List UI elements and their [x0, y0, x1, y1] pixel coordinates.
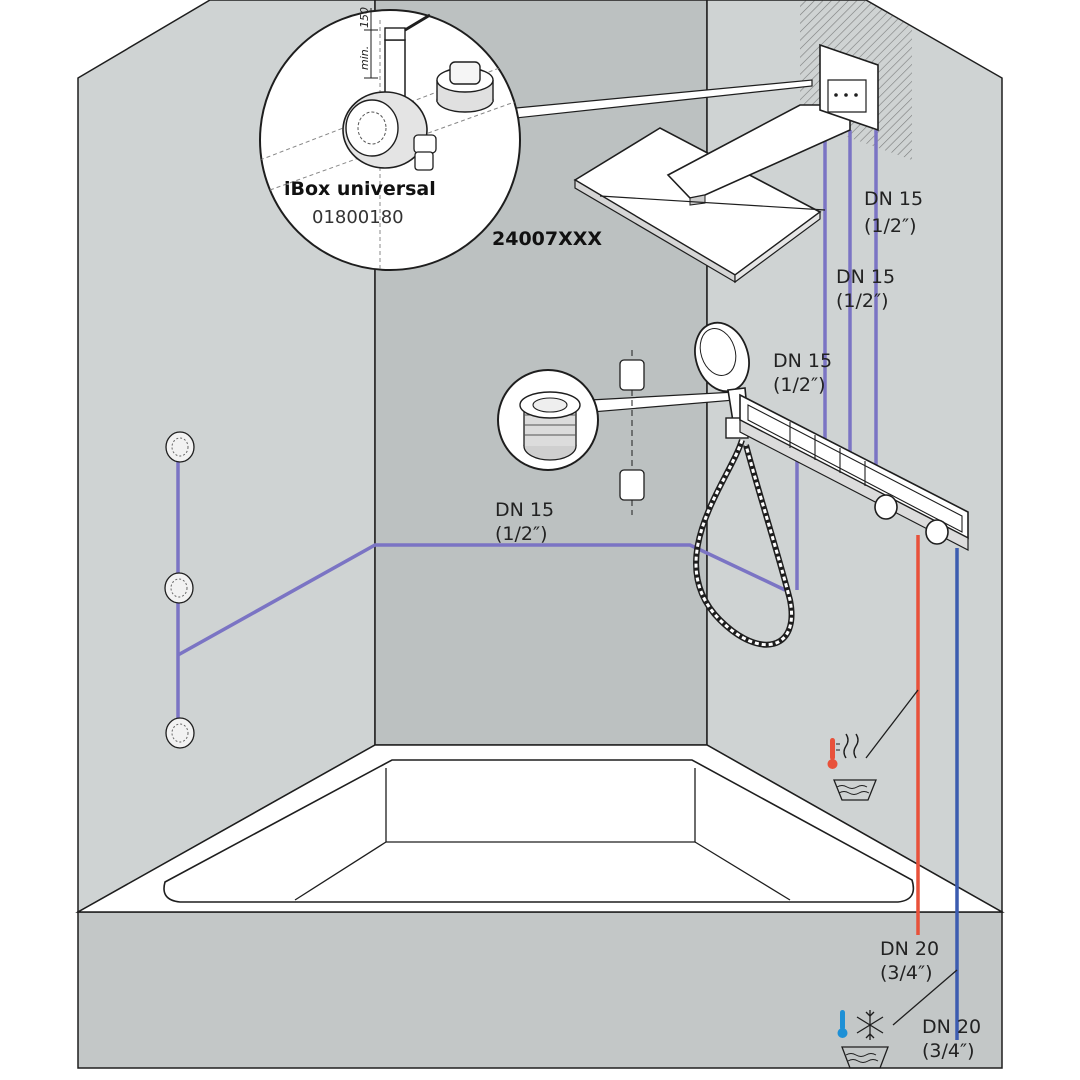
label-hot-supply: DN 20 (3/4″): [880, 938, 939, 984]
label-dn15-d: DN 15 (1/2″): [495, 499, 554, 545]
label-cold-supply: DN 20 (3/4″): [922, 1016, 981, 1062]
svg-text:(1/2″): (1/2″): [773, 374, 826, 396]
label-dn15-c: DN 15 (1/2″): [773, 350, 832, 396]
thermostat-knob-icon: [874, 494, 898, 520]
pipe-left-horizontal: [177, 543, 786, 657]
floor-apron: [77, 911, 1003, 1069]
wall-flange: [819, 43, 879, 132]
cold-water-icon: [837, 969, 958, 1069]
thermostat-module: [739, 393, 969, 551]
body-jet-icon: [165, 717, 195, 749]
dimension-value: 150: [358, 7, 371, 28]
overhead-code-label: 24007XXX: [492, 228, 602, 250]
ibox-code-label: 01800180: [312, 207, 404, 228]
label-dn15-a: DN 15 (1/2″): [864, 188, 923, 237]
body-jets: [164, 431, 195, 749]
body-jet-icon: [165, 431, 195, 463]
plug-cap-icon: [436, 61, 494, 113]
ibox-callout: 150 min. iBox universal 01800180: [259, 7, 521, 271]
svg-text:(3/4″): (3/4″): [880, 962, 933, 984]
svg-text:(3/4″): (3/4″): [922, 1040, 975, 1062]
ibox-name-label: iBox universal: [284, 178, 436, 200]
svg-text:DN 15: DN 15: [836, 266, 895, 288]
body-jet-icon: [164, 572, 194, 604]
svg-text:(1/2″): (1/2″): [495, 523, 548, 545]
dimension-min: min.: [358, 46, 371, 70]
pipes-dn15: [176, 130, 878, 735]
svg-text:DN 20: DN 20: [880, 938, 939, 960]
bathtub: [75, 744, 1005, 913]
hot-water-icon: [827, 689, 919, 801]
svg-text:(1/2″): (1/2″): [864, 215, 917, 237]
label-dn15-b: DN 15 (1/2″): [836, 266, 895, 312]
svg-text:DN 15: DN 15: [864, 188, 923, 210]
svg-text:DN 15: DN 15: [773, 350, 832, 372]
shower-bracket: [619, 350, 645, 515]
thermostat-knob-icon: [925, 519, 949, 545]
svg-text:DN 20: DN 20: [922, 1016, 981, 1038]
svg-text:(1/2″): (1/2″): [836, 290, 889, 312]
hose-connector-callout: [497, 369, 736, 471]
svg-text:DN 15: DN 15: [495, 499, 554, 521]
hose-connector-icon: [519, 391, 581, 461]
ibox-body-icon: [342, 13, 437, 171]
